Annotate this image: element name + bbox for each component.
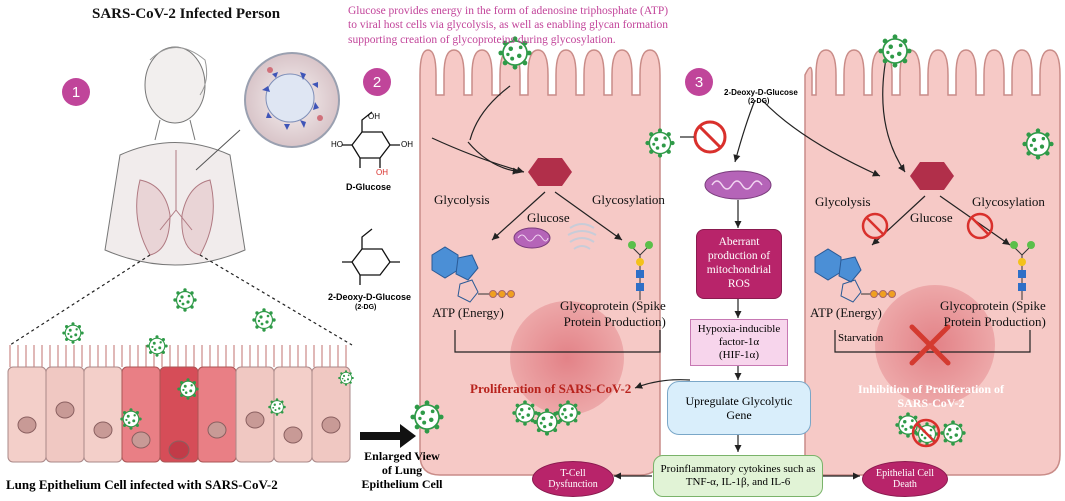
left-atp-label: ATP (Energy)	[432, 305, 504, 320]
upregulate-line-2: Gene	[726, 408, 752, 422]
d-glucose-ho-left: HO	[331, 140, 343, 149]
cytokines-box: Proinflammatory cytokines such as TNF-α,…	[653, 455, 823, 497]
epithelial-line-2: Death	[893, 479, 917, 490]
left-epithelial-cell	[410, 36, 675, 476]
mitochondrion-center-icon	[704, 170, 772, 200]
glycosylation-blocked-icon	[966, 212, 994, 240]
right-glucose-label: Glucose	[910, 210, 953, 225]
left-glycoprotein-line-2: Protein Production)	[563, 313, 666, 329]
enlarged-caption-line-2: of Lung	[381, 462, 423, 477]
lung-epithelium-caption: Lung Epithelium Cell infected with SARS-…	[6, 477, 278, 492]
right-atp-label: ATP (Energy)	[810, 305, 882, 320]
d-glucose-label: D-Glucose	[346, 182, 392, 192]
epithelial-line-1: Epithelial Cell	[875, 467, 935, 479]
glycoprotein-icon	[628, 241, 653, 300]
hif-line-2: factor-1α	[718, 335, 760, 348]
tcell-dysfunction-oval: T-Cell Dysfunction	[532, 461, 614, 497]
infected-person-illustration	[104, 46, 246, 266]
right-glycolysis-label: Glycolysis	[815, 194, 871, 209]
inhibition-label: Inhibition of Proliferation of SARS-CoV-…	[846, 382, 1016, 411]
glycoprotein-icon-right	[1010, 241, 1035, 300]
epithelial-death-oval: Epithelial Cell Death	[862, 461, 948, 497]
proliferation-label: Proliferation of SARS-CoV-2	[470, 381, 632, 396]
glucose-note: Glucose provides energy in the form of a…	[348, 5, 669, 46]
glycolysis-blocked-icon	[861, 212, 889, 240]
hif-box: Hypoxia-inducible factor-1α (HIF-1α)	[690, 319, 788, 366]
center-pathway	[614, 99, 881, 480]
inhibition-line-2: SARS-CoV-2	[897, 396, 965, 411]
enlarged-view-caption: Enlarged View of Lung Epithelium Cell	[357, 449, 447, 491]
right-glycoprotein-line-1: Glycoprotein (Spike	[940, 298, 1046, 313]
d-glucose-oh-right: OH	[401, 140, 413, 149]
step-badge-3: 3	[685, 68, 713, 96]
cytokines-line-1: Proinflammatory cytokines such as	[660, 462, 816, 475]
deoxy-glucose-structure	[342, 228, 400, 285]
deoxy-glucose-abbrev: (2-DG)	[355, 304, 377, 311]
right-glycoprotein-line-2: Protein Production)	[943, 313, 1046, 329]
tcell-line-1: T-Cell	[560, 467, 586, 479]
hif-line-1: Hypoxia-inducible	[697, 322, 781, 335]
step-badge-1: 1	[62, 78, 90, 106]
d-glucose-structure	[342, 111, 400, 168]
left-glucose-label: Glucose	[527, 210, 570, 225]
zoomed-virus-inset	[244, 52, 340, 148]
right-epithelial-cell	[804, 34, 1061, 476]
tcell-line-2: Dysfunction	[548, 479, 598, 490]
starvation-label: Starvation	[838, 332, 884, 344]
upregulate-box: Upregulate Glycolytic Gene	[667, 381, 811, 435]
deoxy-glucose-label: 2-Deoxy-D-Glucose	[328, 292, 412, 302]
infected-person-title: SARS-CoV-2 Infected Person	[92, 6, 281, 22]
left-glycoprotein-line-1: Glycoprotein (Spike	[560, 298, 666, 313]
left-glycolysis-label: Glycolysis	[434, 192, 490, 207]
cytokines-line-2: TNF-α, IL-1β, and IL-6	[685, 476, 791, 488]
right-glycoprotein-label: Glycoprotein (Spike Protein Production)	[940, 298, 1046, 329]
enlarged-caption-line-1: Enlarged View	[364, 449, 440, 463]
atp-molecule-icon-right	[814, 248, 896, 303]
inhibition-line-1: Inhibition of Proliferation of	[857, 382, 1005, 396]
d-glucose-oh-top: OH	[368, 112, 380, 121]
d-glucose-oh-bottom: OH	[376, 168, 388, 177]
hif-line-3: (HIF-1α)	[719, 349, 759, 362]
deoxy-glucose-label-top: 2-Deoxy-D-Glucose	[724, 88, 798, 97]
lung-epithelium-tissue	[7, 345, 351, 463]
right-glycosylation-label: Glycosylation	[972, 194, 1045, 209]
no-entry-icon	[693, 120, 727, 154]
virus-blocked-icon	[911, 418, 941, 448]
aberrant-ros-box: Aberrant production of mitochondrial ROS	[696, 229, 782, 299]
enlarged-caption-line-3: Epithelium Cell	[361, 476, 443, 491]
golgi-icon	[567, 223, 597, 250]
upregulate-line-1: Upregulate Glycolytic	[685, 393, 793, 408]
step-badge-2: 2	[363, 68, 391, 96]
atp-molecule-icon	[431, 246, 515, 303]
left-glycosylation-label: Glycosylation	[592, 192, 665, 207]
deoxy-glucose-abbrev-top: (2-DG)	[748, 98, 770, 105]
left-glycoprotein-label: Glycoprotein (Spike Protein Production)	[560, 298, 666, 329]
mitochondrion-icon	[513, 227, 551, 249]
inhibition-x-icon	[909, 324, 951, 366]
